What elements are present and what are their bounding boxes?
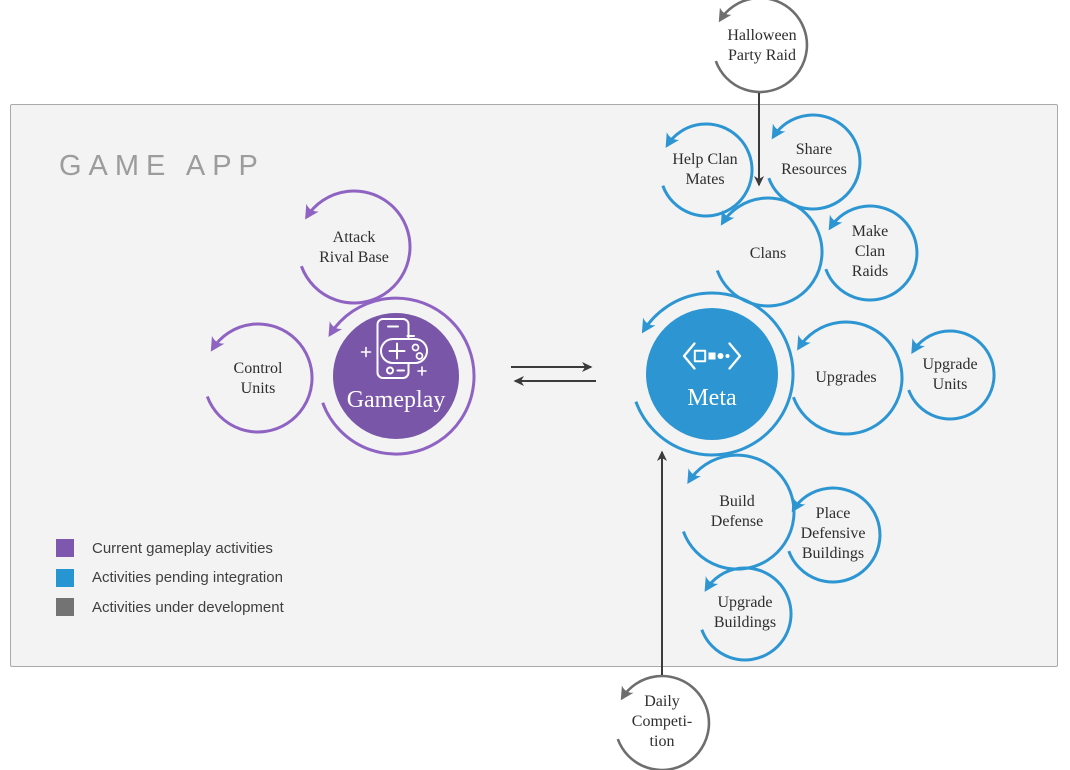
loop-gameplay-ring	[321, 296, 476, 456]
legend-label-pending: Activities pending integration	[92, 569, 283, 586]
node-label-clans: Clans	[749, 245, 787, 262]
node-label-upgrade-buildings: Upgrade Buildings	[713, 594, 777, 631]
meta-circle	[646, 308, 778, 440]
legend-swatch-current	[56, 539, 74, 557]
loop-attack-rival-base	[299, 189, 412, 305]
legend-item-current: Current gameplay activities	[56, 539, 284, 557]
legend: Current gameplay activities Activities p…	[56, 539, 284, 628]
node-label-build-defense: Build Defense	[710, 493, 764, 530]
node-label-meta: Meta	[687, 385, 737, 411]
node-label-gameplay: Gameplay	[346, 387, 446, 413]
node-label-help-clan-mates: Help Clan Mates	[672, 151, 738, 188]
loop-build-defense	[681, 453, 796, 571]
loop-make-clan-raids	[824, 204, 919, 302]
loop-halloween-party-raid	[714, 0, 809, 94]
loop-upgrades	[791, 320, 904, 436]
node-label-upgrade-units: Upgrade Units	[922, 356, 978, 393]
code-brackets-icon	[682, 342, 742, 370]
node-label-place-defensive-buildings: Place Defensive Buildings	[800, 505, 866, 562]
page-title: GAME APP	[59, 150, 265, 182]
legend-swatch-pending	[56, 568, 74, 587]
loop-place-defensive-buildings	[787, 486, 882, 584]
loop-meta-ring	[634, 291, 795, 457]
gameplay-circle	[333, 313, 459, 439]
legend-item-development: Activities under development	[56, 598, 284, 616]
phone-gamepad-icon	[360, 318, 428, 379]
legend-item-pending: Activities pending integration	[56, 568, 284, 587]
node-label-attack-rival-base: Attack Rival Base	[319, 229, 389, 266]
node-label-make-clan-raids: Make Clan Raids	[851, 223, 889, 280]
loop-control-units	[205, 322, 314, 434]
legend-label-development: Activities under development	[92, 598, 284, 616]
loop-daily-competition	[616, 674, 711, 770]
node-label-upgrades: Upgrades	[815, 369, 877, 386]
legend-swatch-development	[56, 598, 74, 616]
node-label-control-units: Control Units	[233, 360, 283, 397]
loop-upgrade-units	[907, 329, 996, 421]
node-label-halloween-party-raid: Halloween Party Raid	[727, 27, 797, 64]
node-label-daily-competition: Daily Competi- tion	[631, 693, 693, 750]
legend-label-current: Current gameplay activities	[92, 539, 273, 557]
game-app-panel	[10, 104, 1058, 667]
loop-upgrade-buildings	[700, 566, 793, 662]
loop-help-clan-mates	[661, 122, 754, 218]
node-label-share-resources: Share Resources	[781, 141, 847, 178]
